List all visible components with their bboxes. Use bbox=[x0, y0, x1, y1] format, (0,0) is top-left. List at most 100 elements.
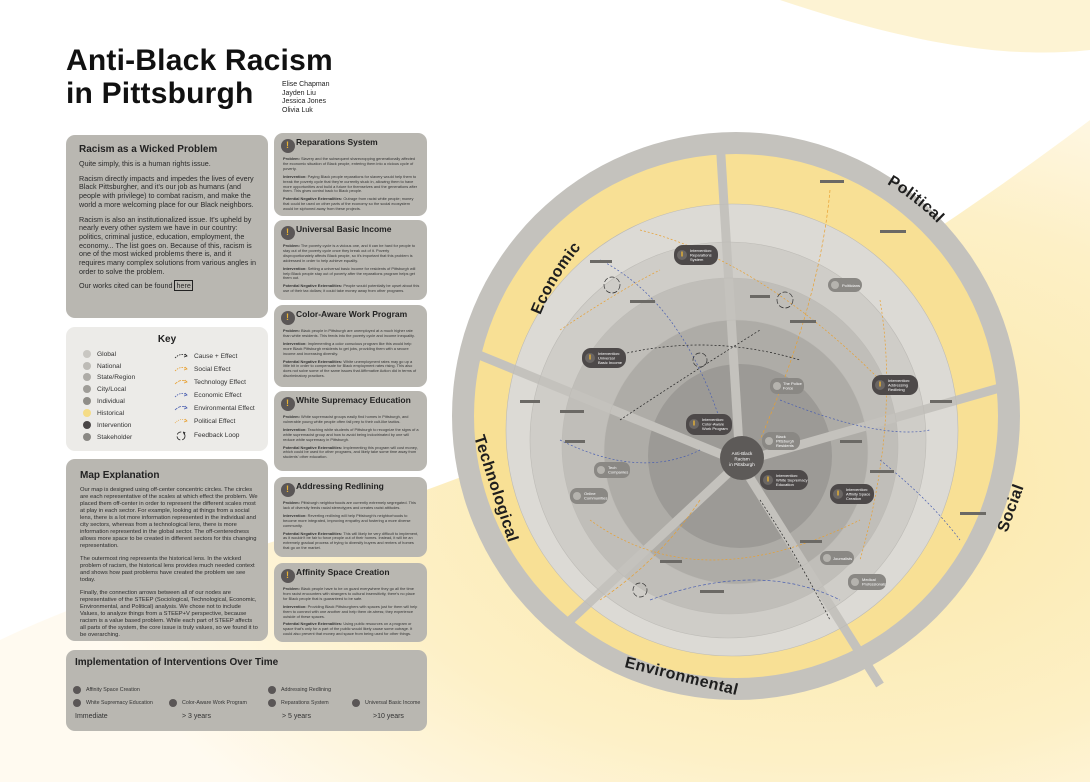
text-node bbox=[930, 400, 952, 403]
divider-env-tech bbox=[556, 458, 744, 634]
timeline-item-reparations: Reparations System bbox=[268, 699, 329, 707]
key-label: Stakeholder bbox=[97, 433, 133, 441]
timeline-item-label: White Supremacy Education bbox=[86, 700, 153, 706]
key-item-state: State/Region bbox=[83, 373, 135, 381]
works-cited-text: Our works cited can be found bbox=[79, 281, 175, 291]
key-item-global: Global bbox=[83, 350, 116, 358]
timeline-label: >10 years bbox=[373, 713, 404, 720]
map-stakeholder-politicians[interactable]: Politicians bbox=[828, 278, 862, 292]
svg-text:Intervention:: Intervention: bbox=[598, 351, 620, 356]
text-node bbox=[700, 590, 724, 593]
key-label: Cause + Effect bbox=[194, 352, 238, 360]
svg-text:Pittsburgh: Pittsburgh bbox=[776, 439, 794, 444]
implementation-title: Implementation of Interventions Over Tim… bbox=[75, 657, 279, 668]
intervention-description: Intervention: Providing Black Pittsburgh… bbox=[283, 603, 418, 619]
environmental-effect-line-icon bbox=[174, 404, 188, 412]
svg-text:Redlining: Redlining bbox=[888, 387, 905, 392]
author-name: Olivia Luk bbox=[282, 106, 313, 114]
svg-text:Communities: Communities bbox=[584, 496, 607, 501]
wicked-problem-paragraph: Racism is also an institutionalized issu… bbox=[79, 214, 256, 276]
svg-text:Intervention:: Intervention: bbox=[690, 248, 712, 253]
feedback-loops bbox=[603, 276, 794, 598]
timeline-item-label: Universal Basic Income bbox=[365, 700, 421, 706]
svg-text:Intervention:: Intervention: bbox=[702, 417, 724, 422]
text-node bbox=[840, 440, 862, 443]
intervention-negative: Potential Negative Externalities: Using … bbox=[283, 621, 413, 637]
intervention-icon bbox=[281, 139, 295, 153]
intervention-icon bbox=[281, 569, 295, 583]
intervention-icon bbox=[73, 686, 81, 694]
svg-text:Politicians: Politicians bbox=[842, 283, 860, 288]
svg-text:Force: Force bbox=[783, 386, 794, 391]
key-item-economic-effect: Economic Effect bbox=[174, 391, 242, 399]
technology-effect-line-icon bbox=[174, 378, 188, 386]
historical-swatch bbox=[83, 409, 91, 417]
svg-text:Intervention:: Intervention: bbox=[776, 473, 798, 478]
svg-text:Work Program: Work Program bbox=[702, 426, 728, 431]
timeline-item-label: Addressing Redlining bbox=[281, 687, 332, 693]
intervention-icon bbox=[352, 699, 360, 707]
state-swatch bbox=[83, 373, 91, 381]
feedback-loop bbox=[632, 582, 648, 598]
timeline-item-label: Color-Aware Work Program bbox=[182, 700, 247, 706]
intervention-title: White Supremacy Education bbox=[296, 395, 411, 405]
stakeholder-swatch bbox=[83, 433, 91, 441]
intervention-icon bbox=[281, 397, 295, 411]
key-item-social-effect: Social Effect bbox=[174, 365, 231, 373]
individual-swatch bbox=[83, 397, 91, 405]
title-line-2: in Pittsburgh bbox=[66, 77, 254, 110]
works-cited-link[interactable]: here bbox=[174, 280, 193, 292]
svg-text:Addressing: Addressing bbox=[888, 383, 908, 388]
map-explanation-title: Map Explanation bbox=[80, 470, 160, 481]
wicked-problem-title: Racism as a Wicked Problem bbox=[79, 144, 218, 155]
intervention-description: Intervention: Reverting redlining will h… bbox=[283, 512, 411, 528]
key-item-intervention: Intervention bbox=[83, 421, 131, 429]
text-node bbox=[800, 540, 822, 543]
national-swatch bbox=[83, 362, 91, 370]
intervention-negative: Potential Negative Externalities: This w… bbox=[283, 530, 419, 551]
economic-effect-arrow bbox=[599, 259, 721, 421]
key-label: Environmental Effect bbox=[194, 404, 255, 412]
map-explanation-paragraph: The outermost ring represents the histor… bbox=[80, 556, 255, 583]
text-node bbox=[660, 560, 682, 563]
intervention-title: Universal Basic Income bbox=[296, 224, 392, 234]
key-item-environmental-effect: Environmental Effect bbox=[174, 404, 255, 412]
wicked-problem-card: Racism as a Wicked Problem Quite simply,… bbox=[66, 135, 268, 318]
svg-text:The Police: The Police bbox=[783, 381, 803, 386]
intervention-description: Intervention: Implementing a color consc… bbox=[283, 340, 412, 356]
intervention-description: Intervention: Teaching white students of… bbox=[283, 426, 419, 442]
key-item-political-effect: Political Effect bbox=[174, 417, 235, 425]
text-node bbox=[630, 300, 655, 303]
intervention-description: Intervention: Setting a universal basic … bbox=[283, 265, 416, 281]
timeline-item-color-aware: Color-Aware Work Program bbox=[169, 699, 247, 707]
map-stakeholder-journalists[interactable]: Journalists bbox=[820, 551, 854, 565]
political-effect-arrow bbox=[759, 189, 831, 441]
center-node bbox=[720, 436, 764, 480]
svg-text:Online: Online bbox=[584, 491, 596, 496]
text-node bbox=[750, 295, 770, 298]
intervention-title: Addressing Redlining bbox=[296, 481, 384, 491]
svg-text:Intervention:: Intervention: bbox=[846, 487, 868, 492]
intervention-negative: Potential Negative Externalities: People… bbox=[283, 283, 420, 294]
svg-text:Intervention:: Intervention: bbox=[888, 378, 910, 383]
key-item-technology-effect: Technology Effect bbox=[174, 378, 246, 386]
key-item-cause-effect: Cause + Effect bbox=[174, 352, 237, 360]
intervention-negative: Potential Negative Externalities: Implem… bbox=[283, 444, 418, 460]
svg-text:Color-Aware: Color-Aware bbox=[702, 422, 725, 427]
economic-effect-arrow bbox=[879, 459, 961, 541]
social-effect-arrow bbox=[589, 519, 861, 561]
key-label: Intervention bbox=[97, 421, 132, 429]
